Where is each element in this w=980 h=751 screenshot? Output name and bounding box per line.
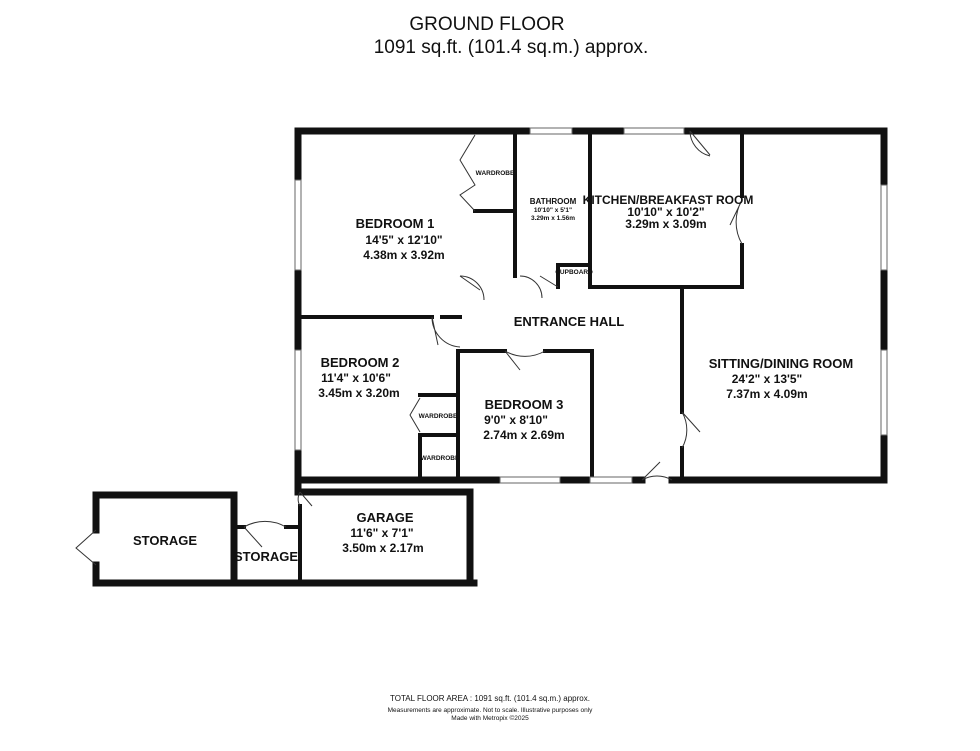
- room-name: BEDROOM 1: [356, 216, 435, 231]
- room-name: BEDROOM 3: [485, 397, 564, 412]
- garage-walls: [92, 488, 478, 587]
- door-storage1: [75, 529, 97, 566]
- room-bathroom: BATHROOM 10'10" x 5'1" 3.29m x 1.56m: [530, 197, 577, 222]
- room-name: ENTRANCE HALL: [514, 314, 625, 329]
- room-dimensions-imperial: 9'0" x 8'10": [484, 413, 548, 427]
- room-dimensions-imperial: 14'5" x 12'10": [365, 233, 442, 247]
- cupboard-label: CUPBOARD: [555, 269, 593, 276]
- window-bedroom1: [294, 179, 302, 271]
- room-dimensions-metric: 7.37m x 4.09m: [726, 387, 807, 401]
- room-dimensions-imperial: 11'6" x 7'1": [350, 526, 413, 540]
- wardrobe-label-bedroom2: WARDROBE: [419, 413, 458, 420]
- room-bedroom1: BEDROOM 1 14'5" x 12'10" 4.38m x 3.92m: [356, 216, 445, 262]
- door-wardrobe1: [459, 134, 476, 212]
- room-dimensions-metric: 3.29m x 1.56m: [531, 215, 575, 222]
- room-name: STORAGE: [133, 533, 197, 548]
- room-name: GARAGE: [356, 510, 413, 525]
- door-wardrobe2: [409, 397, 421, 433]
- room-bedroom3: BEDROOM 3 9'0" x 8'10" 2.74m x 2.69m: [483, 397, 564, 442]
- door-kitchen-out: [689, 130, 711, 157]
- room-dimensions-imperial: 11'4" x 10'6": [321, 371, 391, 385]
- total-floor-area: TOTAL FLOOR AREA : 1091 sq.ft. (101.4 sq…: [390, 694, 590, 703]
- floor-title: GROUND FLOOR: [409, 14, 564, 35]
- room-name: KITCHEN/BREAKFAST ROOM: [583, 193, 754, 207]
- room-dimensions-metric: 4.38m x 3.92m: [363, 248, 444, 262]
- window-sitting-2: [880, 349, 888, 436]
- wardrobe-label-bedroom1: WARDROBE: [476, 170, 515, 177]
- room-dimensions-imperial: 10'10" x 10'2": [627, 205, 704, 219]
- window-bathroom: [529, 127, 573, 135]
- disclaimer: Measurements are approximate. Not to sca…: [388, 707, 594, 714]
- windows: [294, 127, 888, 484]
- window-bedroom2: [294, 349, 302, 451]
- room-entrance-hall: ENTRANCE HALL: [514, 314, 625, 329]
- door-front: [641, 461, 673, 481]
- room-garage: GARAGE 11'6" x 7'1" 3.50m x 2.17m: [342, 510, 423, 555]
- room-name: SITTING/DINING ROOM: [709, 356, 853, 371]
- window-bedroom3: [499, 476, 561, 484]
- window-kitchen: [623, 127, 685, 135]
- room-bedroom2: BEDROOM 2 11'4" x 10'6" 3.45m x 3.20m: [318, 355, 399, 400]
- door-storage2: [243, 520, 287, 548]
- door-bedroom2: [431, 316, 461, 348]
- room-storage-1: STORAGE: [133, 533, 197, 548]
- room-dimensions-metric: 3.50m x 2.17m: [342, 541, 423, 555]
- floor-area: 1091 sq.ft. (101.4 sq.m.) approx.: [374, 37, 649, 58]
- door-garage: [297, 491, 313, 507]
- door-bedroom1: [459, 275, 485, 301]
- room-dimensions-imperial: 10'10" x 5'1": [534, 207, 572, 214]
- room-dimensions-metric: 3.29m x 3.09m: [625, 217, 706, 231]
- door-bedroom3: [504, 350, 546, 371]
- door-sitting: [681, 411, 701, 449]
- wardrobe-label-bedroom3: WARDROBE: [421, 455, 460, 462]
- interior-walls: [296, 129, 744, 482]
- room-sitting-dining: SITTING/DINING ROOM 24'2" x 13'5" 7.37m …: [709, 356, 853, 401]
- room-dimensions-metric: 2.74m x 2.69m: [483, 428, 564, 442]
- room-name: BEDROOM 2: [321, 355, 400, 370]
- door-kitchen-sitting: [729, 199, 743, 245]
- room-dimensions-imperial: 24'2" x 13'5": [732, 372, 802, 386]
- window-hall: [589, 476, 633, 484]
- room-storage-2: STORAGE: [234, 549, 298, 564]
- room-dimensions-metric: 3.45m x 3.20m: [318, 386, 399, 400]
- credit: Made with Metropix ©2025: [451, 714, 529, 722]
- room-name: BATHROOM: [530, 197, 577, 206]
- room-name: STORAGE: [234, 549, 298, 564]
- doors: [75, 130, 743, 566]
- door-bathroom: [519, 275, 559, 299]
- window-sitting-1: [880, 184, 888, 271]
- room-kitchen: KITCHEN/BREAKFAST ROOM 10'10" x 10'2" 3.…: [583, 193, 754, 231]
